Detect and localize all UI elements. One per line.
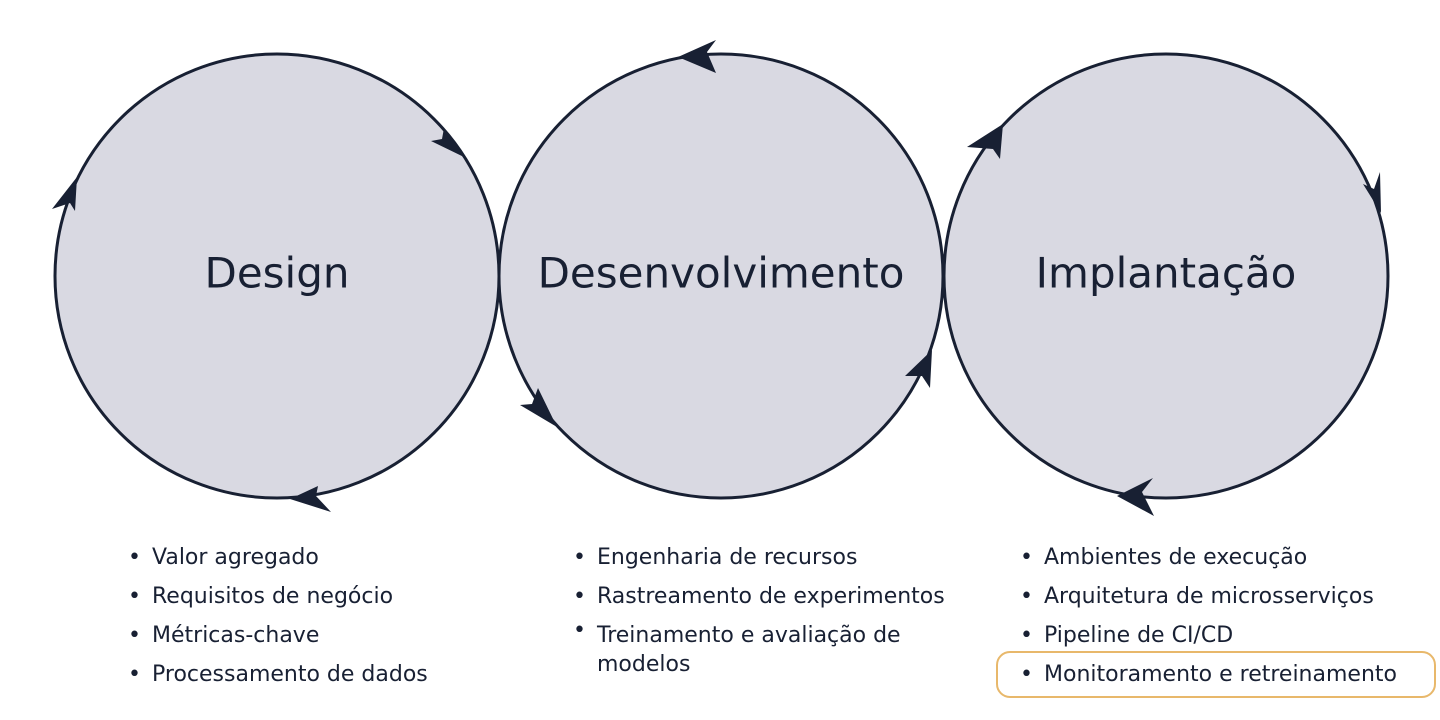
desenvolvimento-list: Engenharia de recursos Rastreamento de e… [573,538,949,679]
arrowhead-icon [1363,172,1381,213]
arrowhead-icon [678,40,716,73]
arrowhead-icon [52,177,77,211]
circle-desenvolvimento: Desenvolvimento [497,52,945,500]
list-item: Requisitos de negócio [128,577,428,616]
list-item: Processamento de dados [128,655,428,694]
list-item: Valor agregado [128,538,428,577]
list-item: Pipeline de CI/CD [1020,616,1432,655]
list-item: Engenharia de recursos [573,538,949,577]
list-item: Ambientes de execução [1020,538,1432,577]
design-list: Valor agregado Requisitos de negócio Mét… [128,538,428,694]
arrowhead-icon [905,350,932,388]
list-item: Arquitetura de microsserviços [1020,577,1432,616]
list-item: Treinamento e avaliação de modelos [573,616,949,679]
arrowhead-icon [520,388,557,427]
arrowhead-icon [1117,478,1154,516]
highlighted-list-item: Monitoramento e retreinamento [996,651,1436,698]
arrowhead-icon [290,486,331,512]
circle-implantacao: Implantação [942,52,1390,500]
circle-title-design: Design [204,249,349,298]
cycle-circles: Design Desenvolvimento Implantação [52,40,1390,516]
list-item: Rastreamento de experimentos [573,577,949,616]
arrowhead-icon [967,124,1003,159]
list-item: Métricas-chave [128,616,428,655]
implantacao-list: Ambientes de execução Arquitetura de mic… [996,538,1436,698]
circle-title-implantacao: Implantação [1036,249,1297,298]
arrowhead-icon [431,128,466,158]
circle-title-desenvolvimento: Desenvolvimento [538,249,905,298]
circle-design: Design [53,52,501,500]
